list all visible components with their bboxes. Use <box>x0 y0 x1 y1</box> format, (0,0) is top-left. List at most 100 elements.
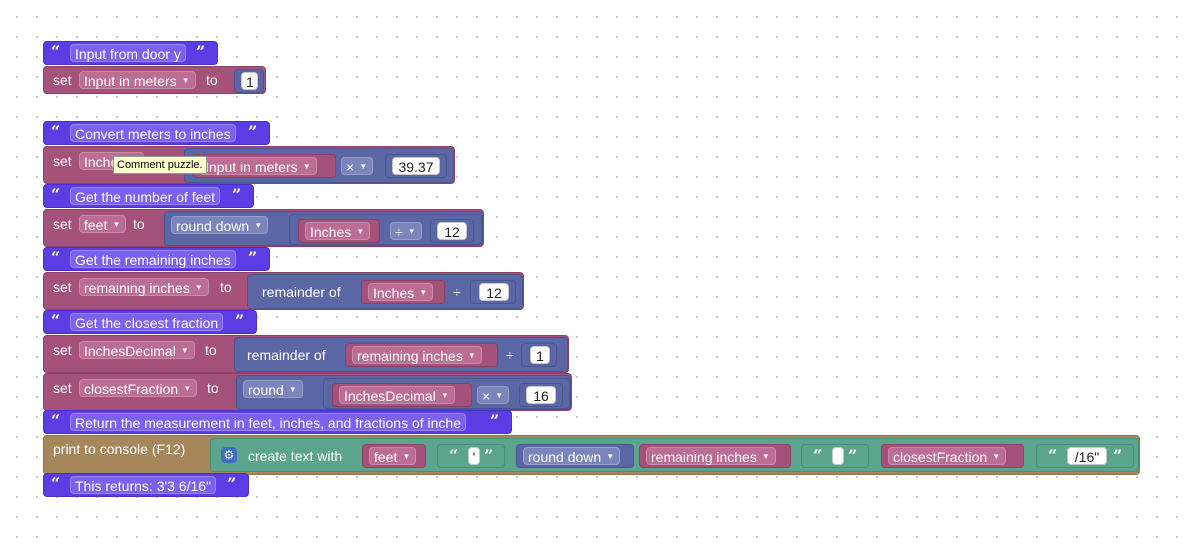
create-text-with-block[interactable]: ⚙ create text with feet▼ “ ' ” round dow… <box>210 438 1139 472</box>
operator-dropdown-multiply[interactable]: ×▼ <box>477 386 510 404</box>
comment-text-field[interactable]: Convert meters to inches <box>70 124 236 142</box>
comment-text-field[interactable]: Return the measurement in feet, inches, … <box>70 413 466 431</box>
dropdown-arrow-icon: ▼ <box>606 452 615 461</box>
variable-getter-block[interactable]: remaining inches▼ <box>639 444 791 468</box>
number-block[interactable]: 12 <box>430 219 474 243</box>
number-field[interactable]: 39.37 <box>392 157 440 175</box>
variable-getter-block[interactable]: InchesDecimal▼ <box>332 383 472 407</box>
comment-text-field[interactable]: Input from door y <box>70 44 186 62</box>
quote-close-icon: ” <box>196 42 206 61</box>
set-variable-block-inches[interactable]: set Inches▼ Input in meters▼ ×▼ 39.37 <box>43 146 455 184</box>
quote-open-icon: “ <box>1048 446 1058 465</box>
remainder-block[interactable]: remainder of remaining inches▼ ÷ 1 <box>234 337 568 372</box>
dropdown-arrow-icon: ▼ <box>183 384 192 393</box>
comment-text-field[interactable]: Get the closest fraction <box>70 313 224 331</box>
dropdown-arrow-icon: ▼ <box>402 452 411 461</box>
comment-text-field[interactable]: Get the number of feet <box>70 187 221 205</box>
comment-block-this-returns[interactable]: “ This returns: 3'3 6/16" ” <box>43 473 249 497</box>
quote-open-icon: “ <box>51 248 61 267</box>
gear-icon[interactable]: ⚙ <box>221 447 237 463</box>
variable-dropdown-remaining-inches[interactable]: remaining inches▼ <box>646 447 776 465</box>
arithmetic-block-multiply[interactable]: InchesDecimal▼ ×▼ 16 <box>323 378 570 409</box>
quote-close-icon: ” <box>248 248 258 267</box>
quote-close-icon: ” <box>232 185 242 204</box>
quote-open-icon: “ <box>51 185 61 204</box>
variable-dropdown-input-in-meters[interactable]: Input in meters▼ <box>79 71 196 89</box>
divide-label: ÷ <box>506 347 514 363</box>
set-variable-block-input-in-meters[interactable]: set Input in meters▼ to 1 <box>43 66 266 94</box>
rounding-block[interactable]: round down▼ <box>516 444 634 468</box>
variable-dropdown-inches-decimal[interactable]: InchesDecimal▼ <box>339 386 455 404</box>
set-variable-block-feet[interactable]: set feet▼ to round down▼ Inches▼ ÷▼ 12 <box>43 209 484 247</box>
string-field[interactable] <box>832 447 844 465</box>
variable-dropdown-input-in-meters[interactable]: Input in meters▼ <box>200 157 317 175</box>
comment-block-number-of-feet[interactable]: “ Get the number of feet ” <box>43 184 254 208</box>
variable-dropdown-remaining-inches[interactable]: remaining inches▼ <box>79 278 209 296</box>
number-field[interactable]: 16 <box>526 386 556 404</box>
comment-block-remaining-inches[interactable]: “ Get the remaining inches ” <box>43 247 270 271</box>
to-label: to <box>207 380 219 396</box>
variable-getter-block[interactable]: Inches▼ <box>361 280 445 304</box>
variable-getter-block[interactable]: feet▼ <box>362 444 426 468</box>
number-field[interactable]: 12 <box>479 283 509 301</box>
dropdown-arrow-icon: ▼ <box>254 221 263 230</box>
variable-getter-block[interactable]: Inches▼ <box>298 219 380 243</box>
variable-dropdown-inches-decimal[interactable]: InchesDecimal▼ <box>79 341 195 359</box>
dropdown-arrow-icon: ▼ <box>407 227 416 236</box>
quote-close-icon: ” <box>235 311 245 330</box>
quote-close-icon: ” <box>227 474 237 493</box>
comment-block-input-from-door[interactable]: “ Input from door y ” <box>43 41 218 65</box>
number-block[interactable]: 1 <box>521 343 557 367</box>
variable-dropdown-inches[interactable]: Inches▼ <box>305 222 371 240</box>
create-text-with-label: create text with <box>248 448 343 464</box>
set-variable-block-inches-decimal[interactable]: set InchesDecimal▼ to remainder of remai… <box>43 335 569 373</box>
rounding-block[interactable]: round▼ InchesDecimal▼ ×▼ 16 <box>236 375 571 410</box>
variable-dropdown-remaining-inches[interactable]: remaining inches▼ <box>352 346 482 364</box>
rounding-dropdown[interactable]: round▼ <box>243 380 303 398</box>
print-to-console-block[interactable]: print to console (F12) ⚙ create text wit… <box>43 435 1140 475</box>
quote-close-icon: ” <box>490 411 500 430</box>
number-field[interactable]: 1 <box>530 346 550 364</box>
number-field[interactable]: 12 <box>437 222 467 240</box>
comment-text-field[interactable]: This returns: 3'3 6/16" <box>70 476 217 494</box>
comment-text-field[interactable]: Get the remaining inches <box>70 250 236 268</box>
operator-dropdown-multiply[interactable]: ×▼ <box>341 157 374 175</box>
string-block[interactable]: “ ” <box>801 444 869 468</box>
variable-dropdown-closest-fraction[interactable]: closestFraction▼ <box>79 379 198 397</box>
string-block[interactable]: “ /16" ” <box>1036 444 1134 468</box>
number-block[interactable]: 39.37 <box>385 154 447 178</box>
string-field[interactable]: /16" <box>1067 447 1107 465</box>
string-block[interactable]: “ ' ” <box>437 444 505 468</box>
number-block[interactable]: 1 <box>234 69 264 93</box>
variable-getter-block[interactable]: Input in meters▼ <box>193 154 336 178</box>
set-variable-block-closest-fraction[interactable]: set closestFraction▼ to round▼ InchesDec… <box>43 373 572 411</box>
to-label: to <box>206 72 218 88</box>
variable-dropdown-feet[interactable]: feet▼ <box>369 447 417 465</box>
remainder-block[interactable]: remainder of Inches▼ ÷ 12 <box>247 274 523 309</box>
comment-block-convert-meters[interactable]: “ Convert meters to inches ” <box>43 121 270 145</box>
comment-block-return-measurement[interactable]: “ Return the measurement in feet, inches… <box>43 410 512 434</box>
operator-dropdown-divide[interactable]: ÷▼ <box>390 222 422 240</box>
to-label: to <box>205 342 217 358</box>
variable-dropdown-feet[interactable]: feet▼ <box>79 215 127 233</box>
set-variable-block-remaining-inches[interactable]: set remaining inches▼ to remainder of In… <box>43 272 524 310</box>
tooltip: Comment puzzle. <box>113 156 207 174</box>
number-block[interactable]: 16 <box>519 383 563 407</box>
rounding-block[interactable]: round down▼ Inches▼ ÷▼ 12 <box>164 211 483 246</box>
quote-open-icon: “ <box>51 474 61 493</box>
variable-dropdown-closest-fraction[interactable]: closestFraction▼ <box>888 447 1007 465</box>
variable-dropdown-inches[interactable]: Inches▼ <box>368 283 434 301</box>
variable-getter-block[interactable]: remaining inches▼ <box>345 343 498 367</box>
string-field[interactable]: ' <box>468 447 480 465</box>
arithmetic-block-divide[interactable]: Inches▼ ÷▼ 12 <box>289 214 482 245</box>
rounding-dropdown[interactable]: round down▼ <box>171 216 269 234</box>
set-label: set <box>53 153 72 169</box>
number-field[interactable]: 1 <box>241 72 258 90</box>
quote-close-icon: ” <box>484 446 494 465</box>
arithmetic-block-multiply[interactable]: Input in meters▼ ×▼ 39.37 <box>184 148 454 183</box>
variable-getter-block[interactable]: closestFraction▼ <box>881 444 1024 468</box>
comment-block-closest-fraction[interactable]: “ Get the closest fraction ” <box>43 310 257 334</box>
number-block[interactable]: 12 <box>470 280 516 304</box>
quote-close-icon: ” <box>248 122 258 141</box>
rounding-dropdown[interactable]: round down▼ <box>523 447 621 465</box>
